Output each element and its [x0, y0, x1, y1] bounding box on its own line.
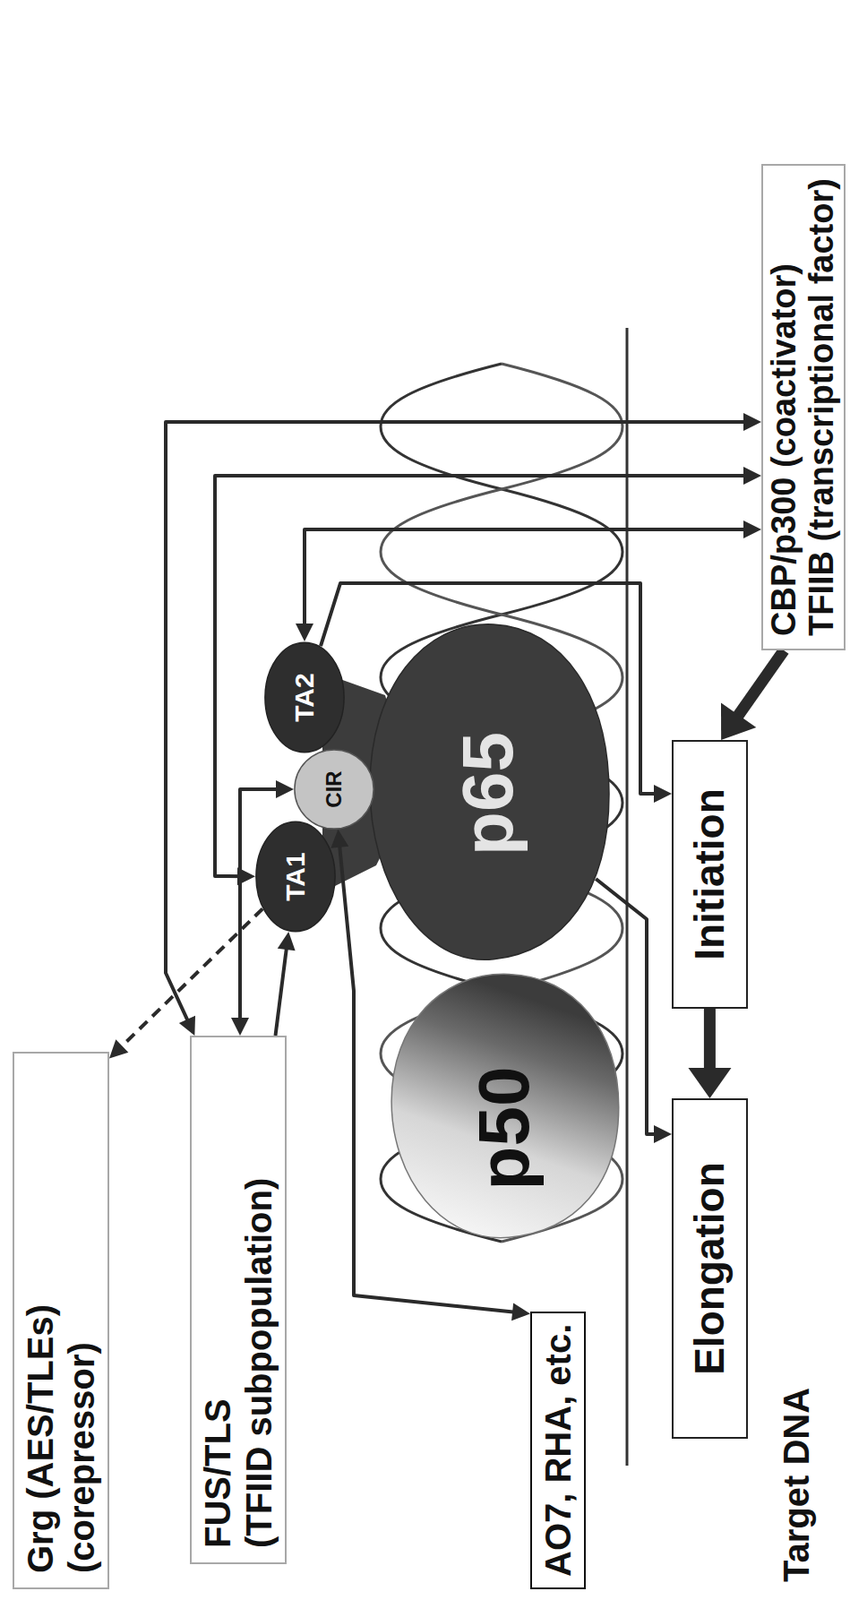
- arrow-head: [330, 829, 349, 849]
- arrow-head: [653, 1124, 672, 1143]
- interaction-arrow: [295, 520, 762, 642]
- shape-outline: [369, 624, 610, 960]
- shape-outline: [256, 821, 335, 932]
- arrow-head: [687, 1067, 731, 1099]
- factor-box: FUS/TLS(TFIID subpopulation): [189, 1035, 287, 1564]
- interaction-arrow: [275, 931, 296, 1036]
- corepressor-box: Grg (AES/TLEs)(corepressor): [12, 1051, 110, 1589]
- shape-label-area: CIR: [293, 748, 375, 830]
- factor-box: AO7, RHA, etc.: [530, 1311, 586, 1589]
- shape-label-area: p65: [353, 605, 623, 982]
- node-text: p50: [468, 1066, 541, 1191]
- process-box: Elongation: [671, 1098, 748, 1439]
- connector-line: [731, 650, 784, 725]
- shape-outline: [265, 642, 344, 753]
- figure-label: Target DNA: [775, 1387, 817, 1582]
- node-text: CBP/p300 (coactivator): [765, 178, 804, 636]
- flow-arrow: [721, 650, 784, 740]
- shape-label-area: p50: [376, 959, 632, 1255]
- cir-circle: CIR: [293, 748, 375, 830]
- arrow-head: [277, 931, 296, 951]
- protein-subunit: p65: [353, 605, 623, 982]
- connector-line: [165, 421, 751, 1026]
- arrow-head: [653, 784, 672, 803]
- node-text: AO7, RHA, etc.: [537, 1323, 579, 1577]
- process-box: Initiation: [671, 739, 748, 1009]
- interaction-arrow: [165, 412, 762, 1036]
- shape-outline: [294, 749, 374, 829]
- arrow-head: [743, 520, 762, 539]
- connector-line: [275, 942, 288, 1036]
- node-text: TA1: [282, 851, 310, 901]
- node-text: TA2: [291, 672, 318, 722]
- node-text: (TFIID subpopulation): [238, 1051, 280, 1548]
- arrow-head: [231, 1017, 249, 1036]
- node-text: TFIIB (transcriptional factor): [803, 178, 842, 636]
- node-text: CIR: [323, 770, 345, 808]
- connector-line: [304, 529, 751, 631]
- flow-arrow: [687, 1008, 731, 1099]
- node-text: FUS/TLS: [197, 1051, 239, 1548]
- arrow-head: [179, 1015, 196, 1036]
- transactivation-domain: TA1: [255, 820, 336, 933]
- connector-line: [117, 908, 264, 1051]
- arrow-head: [743, 466, 762, 485]
- arrow-head: [109, 1038, 129, 1058]
- dna-axis: [626, 327, 629, 1466]
- node-text: Elongation: [686, 1119, 734, 1417]
- node-text: Initiation: [686, 761, 734, 988]
- arrow-head: [721, 702, 756, 740]
- arrow-head: [275, 780, 294, 799]
- arrow-head: [295, 623, 314, 642]
- node-text: (corepressor): [60, 1067, 103, 1573]
- transactivation-domain: TA2: [264, 641, 345, 754]
- arrow-head: [511, 1302, 531, 1321]
- coactivator-box: CBP/p300 (coactivator)TFIIB (transcripti…: [761, 163, 846, 651]
- shape-outline: [391, 973, 619, 1237]
- shape-label-area: TA2: [264, 641, 345, 754]
- shape-label-area: TA1: [255, 820, 336, 933]
- node-text: Grg (AES/TLEs): [19, 1067, 61, 1573]
- arrow-head: [743, 412, 762, 431]
- protein-subunit: p50: [376, 959, 632, 1255]
- node-text: p65: [452, 731, 524, 856]
